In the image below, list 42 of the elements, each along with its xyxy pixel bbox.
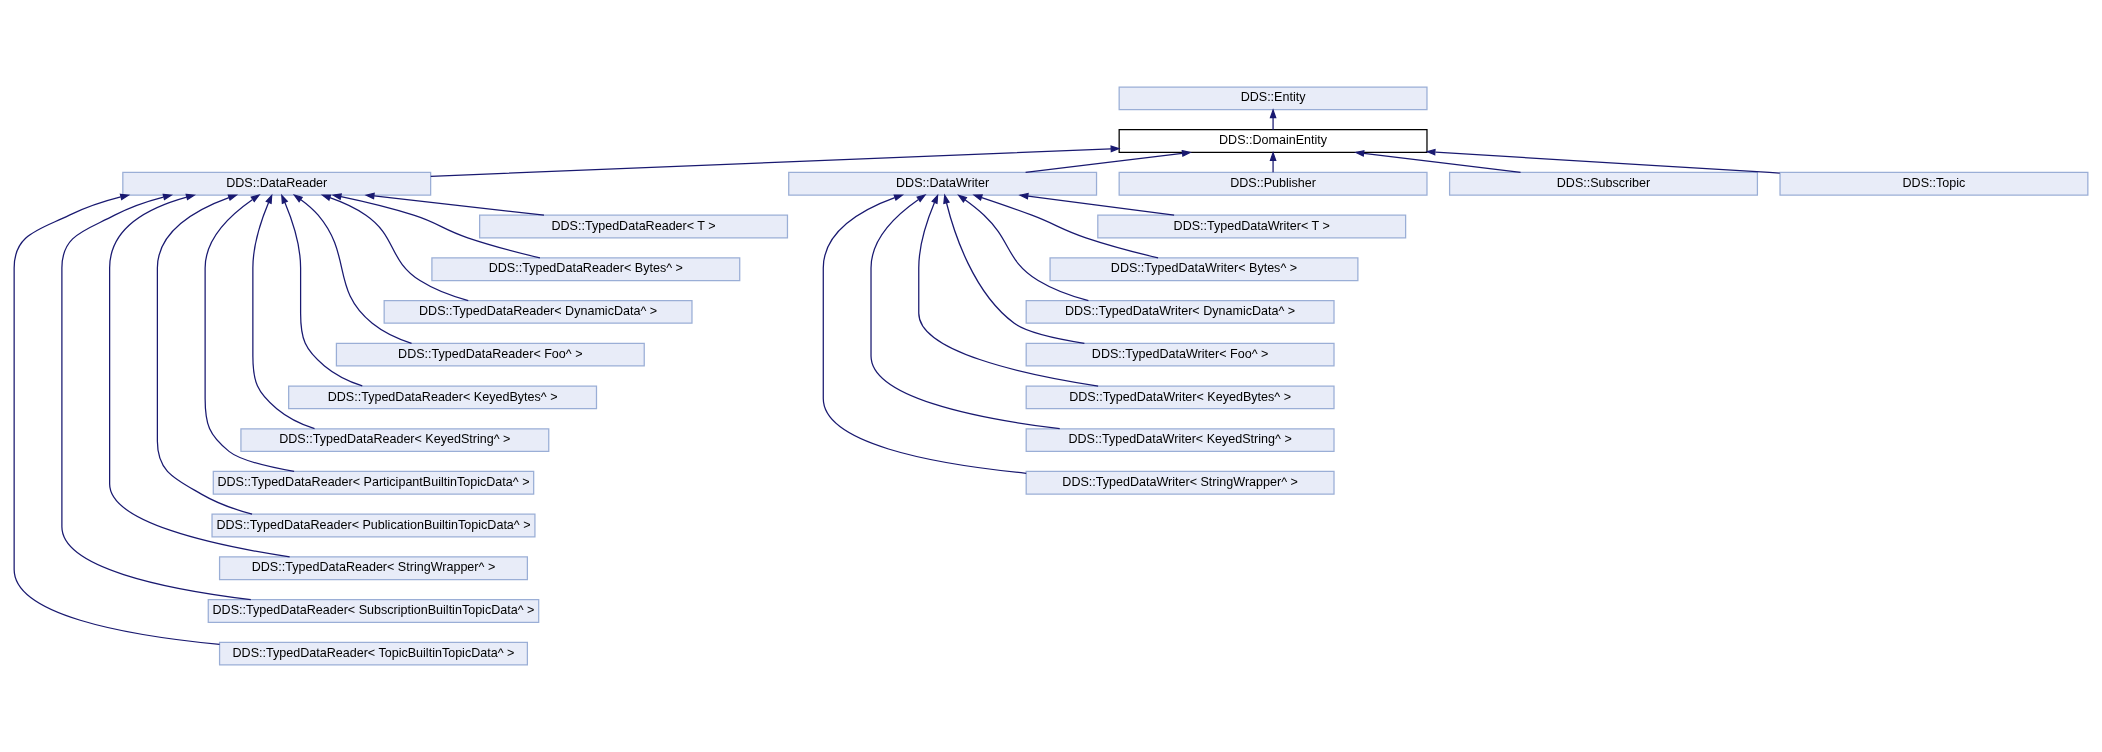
arrow bbox=[943, 193, 1086, 344]
arrow bbox=[870, 194, 1061, 430]
node-box: DDS::DataReader bbox=[122, 171, 432, 196]
node-box: DDS::TypedDataWriter< DynamicData^ > bbox=[1025, 300, 1335, 324]
arrow bbox=[1024, 149, 1192, 174]
node-box: DDS::TypedDataReader< KeyedBytes^ > bbox=[288, 385, 598, 410]
node-box: DDS::Publisher bbox=[1118, 171, 1428, 196]
node-box: DDS::TypedDataReader< T > bbox=[479, 214, 789, 239]
node-box: DDS::TypedDataWriter< StringWrapper^ > bbox=[1025, 470, 1335, 495]
node-box: DDS::TypedDataReader< ParticipantBuiltinTopicData^ > bbox=[212, 470, 535, 495]
arrow bbox=[957, 194, 1090, 302]
arrow bbox=[13, 193, 221, 646]
node-box: DDS::TypedDataWriter< Foo^ > bbox=[1025, 342, 1335, 367]
node-box: DDS::Entity bbox=[1118, 86, 1428, 111]
node-box: DDS::TypedDataWriter< KeyedBytes^ > bbox=[1025, 385, 1335, 410]
arrow bbox=[972, 194, 1159, 259]
node-box: DDS::TypedDataReader< StringWrapper^ > bbox=[218, 556, 528, 581]
arrow bbox=[1425, 148, 1781, 174]
node-box: DDS::TypedDataReader< KeyedString^ > bbox=[240, 428, 550, 452]
node-box: DDS::TypedDataReader< SubscriptionBuiltinTopicData^ > bbox=[207, 599, 540, 623]
node-box: DDS::TypedDataWriter< Bytes^ > bbox=[1049, 257, 1359, 282]
arrow bbox=[156, 194, 253, 515]
node-box: DDS::TypedDataReader< TopicBuiltinTopicData^ > bbox=[218, 641, 528, 666]
arrow bbox=[1018, 192, 1175, 216]
arrow bbox=[331, 193, 541, 259]
arrow bbox=[430, 145, 1121, 177]
node-box: DDS::DataWriter bbox=[788, 171, 1098, 196]
node-box: DDS::TypedDataWriter< KeyedString^ > bbox=[1025, 428, 1335, 452]
node-box: DDS::TypedDataReader< DynamicData^ > bbox=[383, 300, 693, 324]
node-box: DDS::TypedDataReader< PublicationBuiltinTopicData^ > bbox=[211, 513, 536, 538]
node-box: DDS::Subscriber bbox=[1448, 171, 1759, 196]
node-box: DDS::TypedDataReader< Bytes^ > bbox=[431, 257, 741, 282]
node-box: DDS::TypedDataWriter< T > bbox=[1097, 214, 1407, 239]
arrow bbox=[1269, 108, 1277, 131]
arrow bbox=[1269, 150, 1277, 173]
arrow bbox=[822, 194, 1027, 474]
node-box: DDS::TypedDataReader< Foo^ > bbox=[335, 342, 645, 367]
arrow bbox=[918, 193, 1099, 387]
node-box: DDS::DomainEntity bbox=[1118, 129, 1428, 153]
node-box: DDS::Topic bbox=[1779, 171, 2089, 196]
arrow bbox=[364, 192, 545, 216]
arrow bbox=[1354, 149, 1522, 174]
